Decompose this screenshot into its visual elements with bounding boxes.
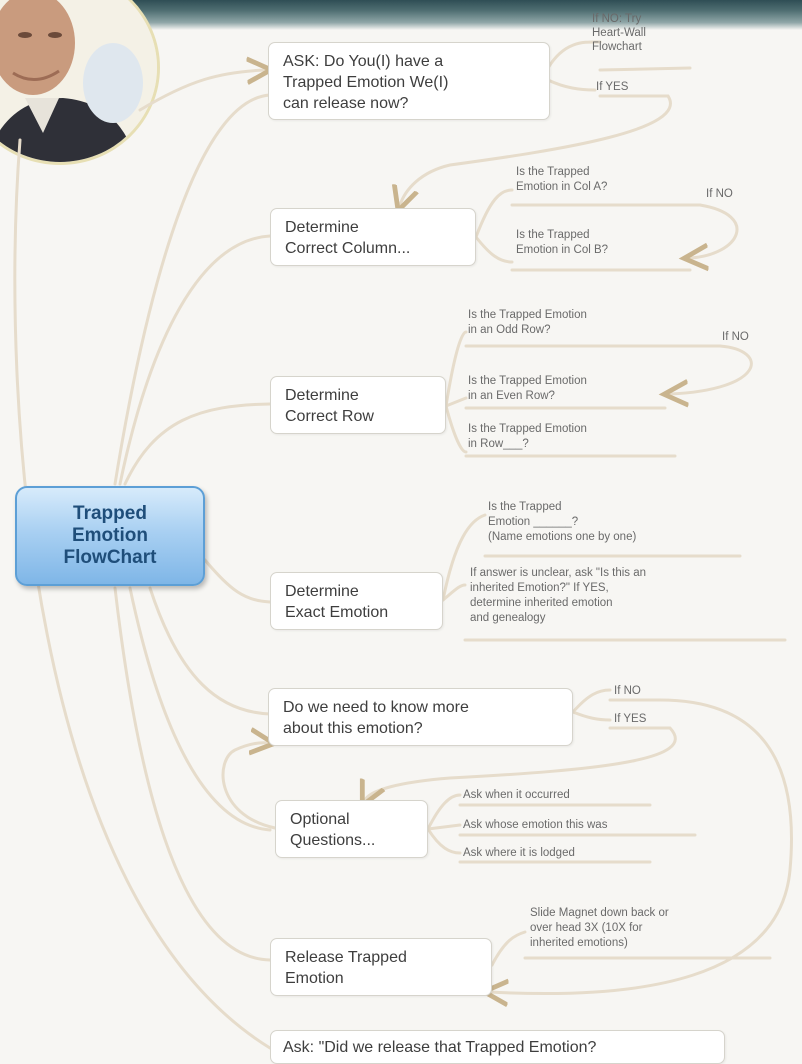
step-exact-emotion-label: Determine Exact Emotion [285, 583, 389, 621]
ask-no-branch: If NO: Try Heart-Wall Flowchart [592, 13, 646, 53]
step-know-more-label: Do we need to know more about this emoti… [283, 699, 469, 737]
step-correct-row[interactable]: Determine Correct Row [270, 376, 446, 434]
col-a-question: Is the Trapped Emotion in Col A? [516, 166, 608, 193]
person-portrait-icon [0, 0, 157, 162]
exact-unclear-note: If answer is unclear, ask "Is this an in… [470, 567, 647, 624]
row-blank-question: Is the Trapped Emotion in Row___? [468, 423, 587, 450]
col-b-question: Is the Trapped Emotion in Col B? [516, 229, 609, 256]
step-know-more[interactable]: Do we need to know more about this emoti… [268, 688, 573, 746]
step-final-ask-label: Ask: "Did we release that Trapped Emotio… [283, 1039, 597, 1056]
more-yes-branch: If YES [614, 713, 647, 725]
col-no-branch: If NO [706, 188, 733, 200]
step-correct-column[interactable]: Determine Correct Column... [270, 208, 476, 266]
row-no-branch: If NO [722, 331, 749, 343]
optional-when: Ask when it occurred [463, 789, 570, 801]
step-correct-row-label: Determine Correct Row [285, 387, 374, 425]
step-release-label: Release Trapped Emotion [285, 949, 407, 987]
root-node[interactable]: Trapped Emotion FlowChart [15, 486, 205, 586]
presenter-photo [0, 0, 160, 165]
step-exact-emotion[interactable]: Determine Exact Emotion [270, 572, 443, 630]
step-release[interactable]: Release Trapped Emotion [270, 938, 492, 996]
step-correct-column-label: Determine Correct Column... [285, 219, 411, 257]
step-optional-questions-label: Optional Questions... [290, 811, 376, 849]
optional-where: Ask where it is lodged [463, 847, 575, 859]
exact-name-question: Is the Trapped Emotion ______? (Name emo… [488, 501, 637, 543]
root-label: Trapped Emotion FlowChart [63, 503, 157, 568]
step-ask-label: ASK: Do You(I) have a Trapped Emotion We… [283, 53, 449, 112]
step-optional-questions[interactable]: Optional Questions... [275, 800, 428, 858]
more-no-branch: If NO [614, 685, 641, 697]
row-odd-question: Is the Trapped Emotion in an Odd Row? [468, 309, 587, 336]
release-magnet-note: Slide Magnet down back or over head 3X (… [530, 907, 669, 949]
optional-whose: Ask whose emotion this was [463, 819, 608, 831]
step-final-ask[interactable]: Ask: "Did we release that Trapped Emotio… [270, 1030, 725, 1064]
step-ask[interactable]: ASK: Do You(I) have a Trapped Emotion We… [268, 42, 550, 120]
ask-yes-branch: If YES [596, 81, 629, 93]
row-even-question: Is the Trapped Emotion in an Even Row? [468, 375, 587, 402]
